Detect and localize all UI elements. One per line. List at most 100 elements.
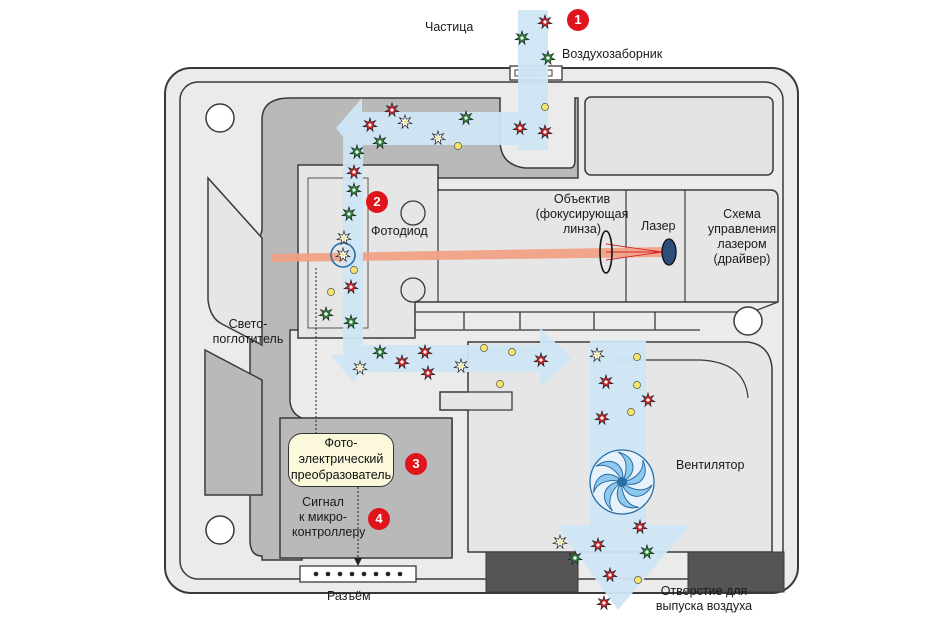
driver-label-line-1: Схема [723,207,761,221]
lens-label-line-2: (фокусирующая [535,207,629,221]
particle-core [390,108,394,112]
particle-core [464,116,468,120]
step-marker-1: 1 [567,9,589,31]
photodiode-sensor [330,242,356,268]
step-marker-2: 2 [366,191,388,213]
particle-core [352,170,356,174]
particle-core [600,416,604,420]
light-absorber-lower [204,348,263,496]
particle-dot [480,344,488,352]
particles [318,13,656,611]
mount-hole-bottom-left [205,515,235,545]
particle-core [368,123,372,127]
particle-dot [454,142,462,150]
particle-core [520,36,524,40]
chamber-port-lower [400,277,426,303]
particle-core [349,320,353,324]
laser-emitter [661,238,677,266]
outlet-label-line-1: Отверстие для [660,584,748,598]
lens-label-line-1: Объектив [553,192,611,206]
driver-label-line-2: управления [707,222,777,236]
particle-dot [350,266,358,274]
fan-label: Вентилятор [676,458,745,472]
connector-label: Разъём [327,589,371,603]
lens-label-line-3: линза) [562,222,602,236]
step-marker-3: 3 [405,453,427,475]
fan-icon [589,449,655,515]
signal-label: Сигнал к микро- контроллеру [292,495,366,540]
laser-beam [272,247,662,262]
particle-core [378,140,382,144]
particle-core [573,556,577,560]
fan-baffle [468,391,513,411]
particle-dot [627,408,635,416]
mount-hole-top-left [205,103,235,133]
air-intake-label: Воздухозаборник [562,47,663,61]
particle-dot [633,381,641,389]
light-absorber-label: Свето- поглотитель [208,317,288,347]
signal-label-line-1: Сигнал [302,495,344,509]
upper-right-compartment [584,96,774,176]
lens-label: Объектив (фокусирующая линза) [528,192,636,237]
particle-core [358,366,362,370]
signal-label-line-2: к микро- [298,510,348,524]
particle-dot [634,576,642,584]
particle-core [436,136,440,140]
step-marker-4: 4 [368,508,390,530]
particle-core [426,371,430,375]
particle-core [543,130,547,134]
outlet-label: Отверстие для выпуска воздуха [652,584,756,614]
particle-core [602,601,606,605]
converter-label-line-3: преобразователь [290,468,392,482]
particle-core [341,253,345,257]
light-absorber [207,176,263,347]
airflow-vertical-arrow [331,135,375,382]
particle-dot [496,380,504,388]
driver-label-line-4: (драйвер) [713,252,771,266]
driver-label-line-3: лазером [717,237,767,251]
particle-core [608,573,612,577]
airflow-bottom-arrow [352,328,572,388]
converter-label-line-1: Фото- [324,436,358,450]
converter-label-line-2: электрический [298,452,384,466]
signal-label-line-3: контроллеру [292,525,366,539]
airflow-top-arrow [336,98,548,160]
outlet-base-left [485,551,579,593]
particle-core [342,236,346,240]
connector [299,565,417,583]
particle-core [403,120,407,124]
particle-dot [508,348,516,356]
particle-core [355,150,359,154]
particle-core [546,56,550,60]
housing-inner-border [179,81,784,580]
particle-core [518,126,522,130]
fan-chamber-rib [610,359,749,399]
connector-pins [313,571,403,577]
outlet-label-line-2: выпуска воздуха [655,599,753,613]
particle-core [539,358,543,362]
particle-core [459,364,463,368]
laser-label: Лазер [641,219,676,233]
photoelectric-converter [288,433,394,487]
particle-core [638,525,642,529]
driver-label: Схема управления лазером (драйвер) [700,207,784,267]
particle-core [423,350,427,354]
particle-core [347,212,351,216]
particle-dot [633,353,641,361]
particle-label: Частица [425,20,474,34]
particle-core [349,285,353,289]
chamber-port-upper [400,200,426,226]
particle-core [646,398,650,402]
particle-core [400,360,404,364]
particle-core [352,188,356,192]
particle-core [558,540,562,544]
absorber-label-line-2: поглотитель [212,332,284,346]
particle-core [543,20,547,24]
particle-core [324,312,328,316]
particle-core [645,550,649,554]
particle-core [604,380,608,384]
absorber-label-line-1: Свето- [228,317,268,331]
particle-core [378,350,382,354]
